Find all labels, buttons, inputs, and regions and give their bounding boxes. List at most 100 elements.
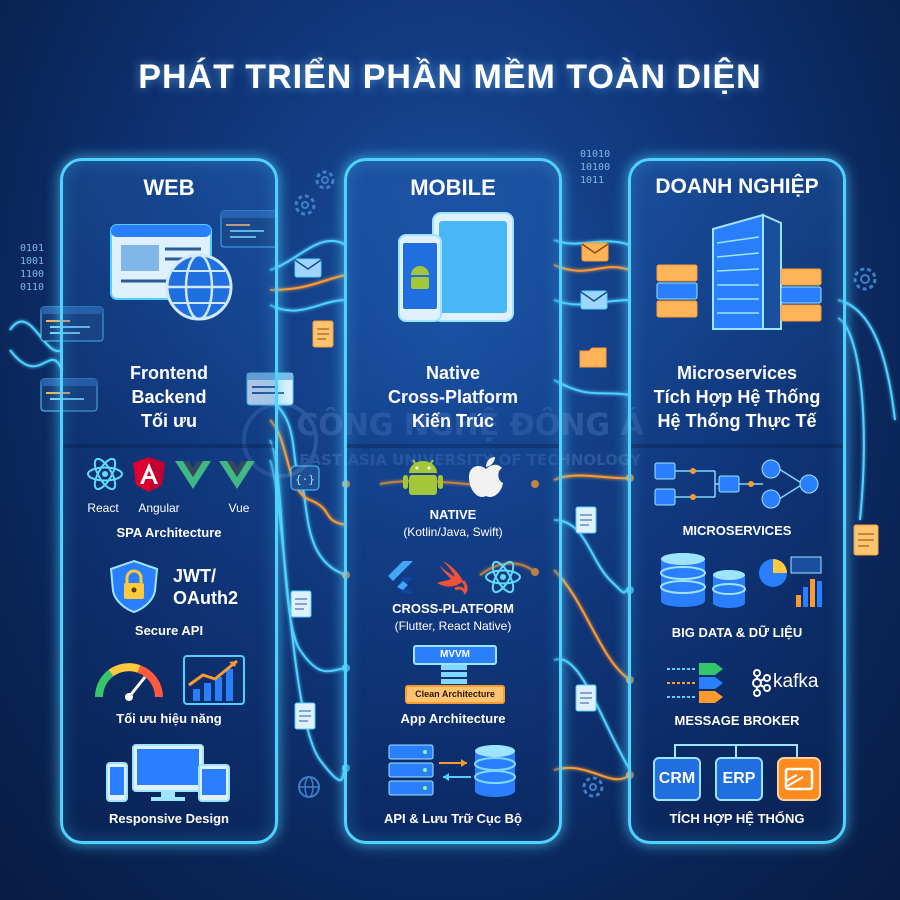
swift-icon [437,561,468,595]
spa-architecture-label: SPA Architecture [116,525,222,540]
mvvm-box: MVVM [413,645,497,665]
vue-icon [219,461,255,489]
document-icon [312,320,334,348]
mobile-heading: MOBILE [410,175,496,200]
erp-box: ERP [715,757,763,801]
react-icon [87,457,123,491]
angular-icon [133,457,165,492]
microservices-diagram-icon [654,459,819,509]
topic-real-systems: Hệ Thống Thực Tế [657,411,817,431]
cross-platform-sub-label: (Flutter, React Native) [394,619,512,633]
secure-api-label: Secure API [134,623,204,638]
api-storage-label: API & Lưu Trữ Cục Bộ [384,811,522,826]
topic-optimize: Tối ưu [140,411,198,431]
binary-line: 01010 [580,149,611,160]
enterprise-column: DOANH NGHIỆP Microservices Tích Hợp Hệ T… [628,158,846,844]
android-icon [403,459,443,495]
react-label: React [87,501,119,515]
react-native-icon [485,560,521,594]
responsive-devices-icon [106,744,230,802]
angular-label: Angular [138,501,180,515]
growth-chart-icon [183,655,245,705]
performance-label: Tối ưu hiệu năng [116,711,222,726]
kafka-label: kafka [773,671,819,692]
phone-tablet-icon [398,212,514,322]
topic-system-integration: Tích Hợp Hệ Thống [653,387,821,407]
topic-backend: Backend [131,387,207,407]
globe-icon [298,776,320,798]
envelope-icon [581,242,609,262]
folder-icon [579,347,607,368]
binary-line: 0110 [20,282,45,293]
layer-stack-icon [441,665,467,684]
system-integration-label: TÍCH HỢP HỆ THỐNG [669,811,805,826]
server-database-icon [388,744,516,797]
big-data-label: BIG DATA & DỮ LIỆU [671,625,803,640]
mobile-topics: Native Cross-Platform Kiến Trúc [347,361,559,433]
binary-line: 1001 [20,256,45,267]
binary-line: 10100 [580,162,611,173]
document-icon [290,590,312,618]
oauth2-label: OAuth2 [173,588,238,608]
binary-decoration-left: 0101 1001 1100 0110 [20,242,44,294]
shield-lock-icon [109,559,159,613]
section-divider [347,444,559,448]
message-broker-label: MESSAGE BROKER [674,713,800,728]
vue-icon [175,461,211,489]
flutter-icon [388,561,413,593]
binary-line: 1100 [20,269,45,280]
jwt-label: JWT/ [173,566,216,586]
page-title: PHÁT TRIỂN PHẦN MỀM TOÀN DIỆN [138,58,762,96]
enterprise-topics: Microservices Tích Hợp Hệ Thống Hệ Thống… [631,361,843,433]
code-window-icon [40,378,98,412]
jwt-oauth-label: JWT/ OAuth2 [173,565,238,609]
topic-cross-platform: Cross-Platform [387,387,519,407]
building-servers-icon [656,213,822,330]
web-topics: Frontend Backend Tối ưu [63,361,275,433]
topic-frontend: Frontend [130,363,208,383]
gear-icon [315,170,335,190]
vue-label: Vue [228,501,250,515]
mobile-column: MOBILE Native Cross-Platform Kiến Trúc N… [344,158,562,844]
gear-icon [582,776,604,798]
enterprise-heading: DOANH NGHIỆP [655,175,819,198]
binary-line: 0101 [20,243,45,254]
document-icon [853,524,879,556]
cross-platform-label: CROSS-PLATFORM [392,601,514,616]
envelope-icon [580,290,608,310]
message-flow-icon [667,663,723,703]
kafka-logo-icon [752,669,771,697]
document-icon [575,506,597,534]
web-browser-globe-icon [110,224,233,321]
binary-line: 1011 [580,175,605,186]
topic-native: Native [425,363,481,383]
integration-app-icon [777,757,821,801]
section-divider [63,444,275,448]
crm-box: CRM [653,757,701,801]
web-heading: WEB [143,175,195,200]
section-divider [631,444,843,448]
native-label: NATIVE [429,507,477,522]
responsive-design-label: Responsive Design [109,811,229,826]
code-window-icon [220,210,278,248]
microservices-label: MICROSERVICES [682,523,792,538]
svg-text:{·}: {·} [295,473,315,486]
apple-icon [468,457,503,497]
topic-architecture: Kiến Trúc [411,411,495,431]
code-brackets-icon: {·} [290,465,320,491]
envelope-icon [294,258,322,278]
gear-icon [853,267,877,291]
code-window-icon [40,306,104,342]
app-architecture-label: App Architecture [400,711,506,726]
web-column: WEB Frontend Backend Tối ưu [60,158,278,844]
binary-decoration-right: 01010 10100 1011 [580,148,610,187]
speedometer-icon [95,663,163,701]
gear-icon [294,194,316,216]
code-window-icon [246,372,294,406]
native-sub-label: (Kotlin/Java, Swift) [403,525,503,539]
document-icon [575,684,597,712]
integration-connector-lines [674,744,798,757]
clean-architecture-box: Clean Architecture [405,685,505,704]
document-icon [294,702,316,730]
topic-microservices: Microservices [676,363,798,383]
